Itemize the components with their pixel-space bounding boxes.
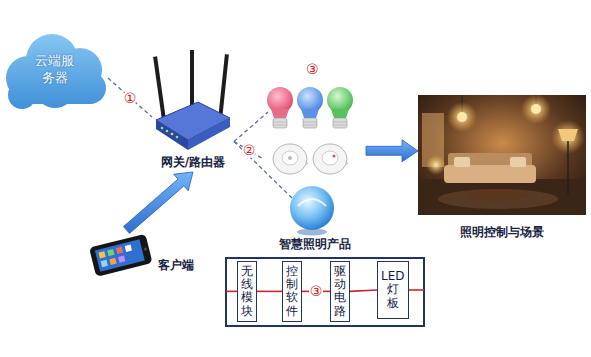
- module-box: 控制软件: [282, 261, 302, 322]
- connector: [257, 291, 282, 292]
- cloud-shape: [6, 34, 106, 109]
- sensor-disc: [313, 144, 348, 174]
- wire-stub: [226, 291, 237, 293]
- node-text: 照明控制与场景: [460, 225, 544, 239]
- module-frame: [226, 258, 424, 326]
- client-node: 客户端: [88, 230, 198, 276]
- wire-stub: [409, 289, 424, 291]
- product-node: 智慧照明产品: [264, 82, 366, 254]
- node-text: 驱动电路: [334, 265, 346, 318]
- smart-bulb: [327, 87, 353, 128]
- link-line: [350, 290, 377, 291]
- connector: [108, 78, 152, 117]
- fan-line: [234, 142, 292, 199]
- router-icon: [153, 50, 230, 150]
- node-text: 云端服务器: [34, 53, 77, 87]
- thick-arrow: [124, 172, 194, 233]
- module-box: 无线模块: [237, 261, 257, 322]
- connector: [124, 172, 194, 233]
- link-line: [108, 78, 152, 117]
- node-text: LED灯板: [381, 270, 405, 310]
- lamp-globe: [290, 186, 334, 236]
- connector: [234, 142, 264, 160]
- node-text: 智慧照明产品: [279, 237, 351, 251]
- phone-icon: [89, 234, 153, 277]
- module-box: 驱动电路: [330, 261, 350, 322]
- cloud-node: 云端服务器: [2, 30, 108, 110]
- sensor-disc: [273, 144, 308, 174]
- fan-line: [234, 112, 268, 142]
- smart-bulb: [297, 87, 323, 128]
- connector: [350, 290, 377, 291]
- connector: [366, 140, 418, 162]
- scene-photo: [418, 94, 586, 215]
- link-line: [257, 291, 282, 293]
- node-text: 控制软件: [286, 265, 298, 318]
- caption-wrap: 网关/路由器: [161, 155, 225, 169]
- node-text: 客户端: [158, 258, 194, 272]
- callout-number: ②: [242, 142, 257, 158]
- thick-arrow: [366, 140, 418, 162]
- caption-wrap: 照明控制与场景: [460, 225, 544, 239]
- link-line: [234, 142, 264, 160]
- caption-wrap: 智慧照明产品: [279, 237, 351, 251]
- caption-wrap: 客户端: [158, 258, 194, 272]
- router-node: 网关/路由器: [152, 50, 234, 172]
- node-text: 网关/路由器: [161, 155, 225, 169]
- callout-number: ①: [123, 90, 138, 106]
- node-text: 无线模块: [241, 265, 253, 318]
- scene-node: 照明控制与场景: [418, 95, 586, 242]
- module-box: LED灯板: [377, 261, 409, 319]
- smart-bulb: [267, 87, 293, 128]
- callout-number: ③: [309, 283, 324, 299]
- callout-number: ③: [305, 61, 320, 77]
